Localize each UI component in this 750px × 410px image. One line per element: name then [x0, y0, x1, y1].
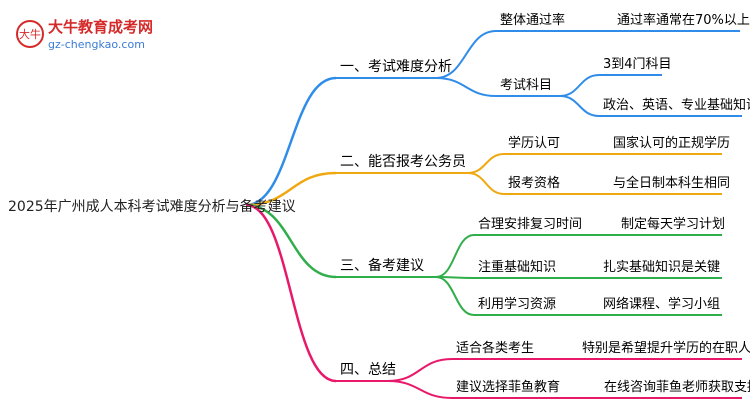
branch-2-sub-2-leaf-1: 与全日制本科生相同: [613, 175, 730, 191]
branch-3-label: 三、备考建议: [340, 257, 424, 274]
branch-4-sub-2-label: 建议选择菲鱼教育: [456, 379, 560, 395]
edge-root-branch-1: [245, 76, 337, 207]
branch-2-sub-2-label: 报考资格: [508, 175, 560, 191]
logo-url: gz-chengkao.com: [48, 38, 145, 51]
edge-b4-s2: [387, 380, 453, 399]
edge-b3-s3: [435, 276, 475, 316]
branch-3-sub-1-label: 合理安排复习时间: [478, 217, 582, 232]
branch-1-sub-1-leaf-1: 通过率通常在70%以上: [617, 12, 750, 28]
site-logo[interactable]: 大牛 大牛教育成考网 gz-chengkao.com: [16, 18, 153, 51]
edge-b1-s2-l2: [559, 95, 600, 117]
branch-2: 二、能否报考公务员 学历认可 国家认可的正规学历 报考资格 与全日制本科生相同: [340, 135, 730, 191]
logo-title: 大牛教育成考网: [48, 18, 153, 36]
edge-b4-s1: [387, 358, 453, 382]
branch-2-sub-1-leaf-1: 国家认可的正规学历: [613, 135, 730, 151]
branch-4-sub-1-leaf-1: 特别是希望提升学历的在职人员: [582, 340, 750, 356]
branch-3-sub-1-leaf-1: 制定每天学习计划: [621, 216, 725, 232]
logo-mark-icon: [16, 20, 44, 48]
edge-b1-s1: [435, 30, 497, 79]
branch-4-sub-1-label: 适合各类考生: [456, 340, 534, 356]
branch-4: 四、总结 适合各类考生 特别是希望提升学历的在职人员 建议选择菲鱼教育 在线咨询…: [340, 340, 750, 395]
edge-root-branch-3: [245, 203, 337, 279]
branch-1-sub-2-leaf-2: 政治、英语、专业基础知识: [603, 97, 750, 113]
branch-4-sub-2-leaf-1: 在线咨询菲鱼老师获取支持: [604, 379, 750, 395]
branch-1: 一、考试难度分析 整体通过率 通过率通常在70%以上 考试科目 3到4门科目 政…: [340, 12, 750, 113]
branch-3: 三、备考建议 合理安排复习时间 制定每天学习计划 注重基础知识 扎实基础知识是关…: [340, 216, 725, 312]
edge-b1-s2-l1: [559, 74, 600, 97]
branch-3-sub-3-label: 利用学习资源: [478, 296, 556, 312]
branch-1-sub-1-label: 整体通过率: [500, 12, 565, 28]
edge-b3-s1: [435, 234, 475, 278]
branch-2-label: 二、能否报考公务员: [340, 154, 466, 170]
branch-2-sub-1-label: 学历认可: [508, 135, 560, 151]
branch-1-sub-2-label: 考试科目: [500, 78, 552, 93]
connector-lines: [245, 30, 742, 399]
edge-b2-s1: [467, 153, 505, 174]
branch-4-label: 四、总结: [340, 362, 396, 378]
root-topic: 2025年广州成人本科考试难度分析与备考建议: [8, 198, 296, 215]
logo-mark-glyph: 大牛: [19, 27, 41, 41]
edge-b1-s2: [435, 77, 497, 97]
edge-root-branch-2: [245, 171, 337, 207]
edge-b2-s2: [467, 172, 505, 195]
branch-3-sub-3-leaf-1: 网络课程、学习小组: [603, 296, 720, 312]
branch-3-sub-2-label: 注重基础知识: [478, 259, 556, 275]
branch-1-sub-2-leaf-1: 3到4门科目: [603, 57, 672, 72]
branch-1-label: 一、考试难度分析: [340, 59, 452, 75]
edge-root-branch-4: [245, 203, 337, 383]
branch-3-sub-2-leaf-1: 扎实基础知识是关键: [603, 259, 720, 275]
